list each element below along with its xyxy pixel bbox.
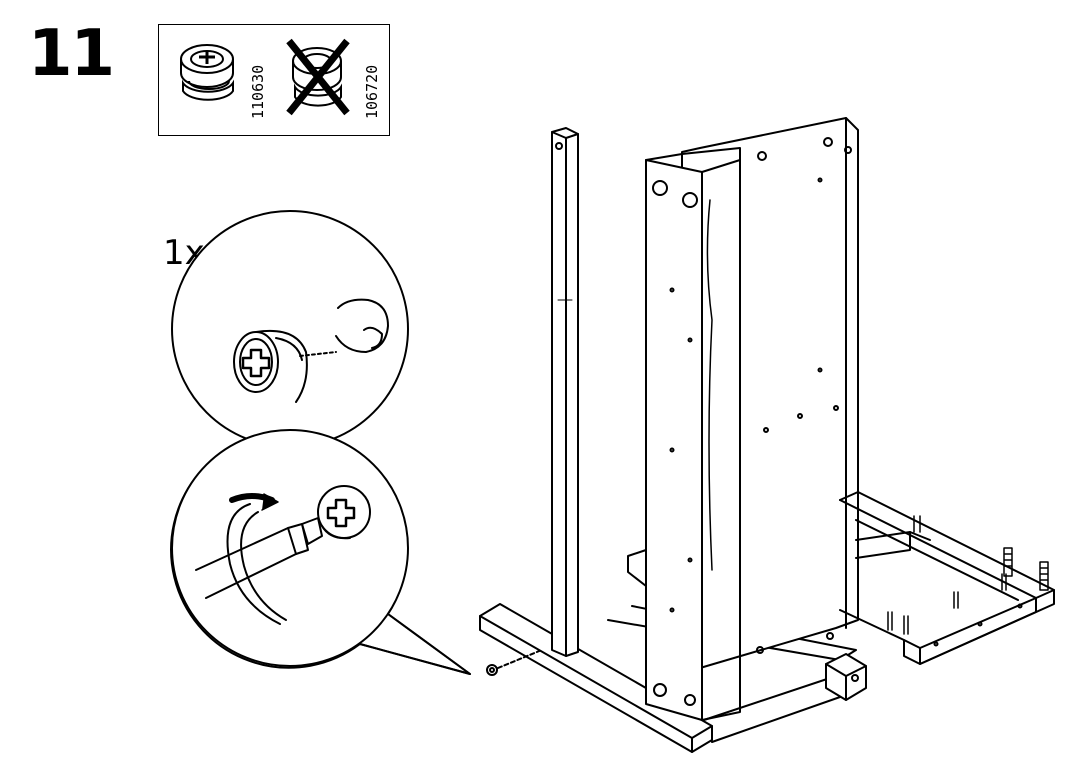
cam-lock-fitting-icon [180,44,234,101]
step-number: 11 [28,17,115,91]
side-panel [645,147,741,721]
rotation-arrow-icon [226,493,287,625]
cam-head-icon [317,485,371,540]
right-frame [627,491,1055,665]
parts-legend-art [180,38,350,116]
pointer-line [497,639,567,669]
parts-legend-box: 110630 106720 [158,24,390,136]
detail-circle-insert-cam [171,210,409,448]
back-panel [681,117,859,673]
cam-fitting-icon [233,330,337,403]
detail-circle-tighten-cam [170,429,471,675]
cam-lock-fitting-crossed-icon [286,38,350,116]
small-cam-icon [486,664,498,676]
cam-hole-icon [335,298,389,353]
